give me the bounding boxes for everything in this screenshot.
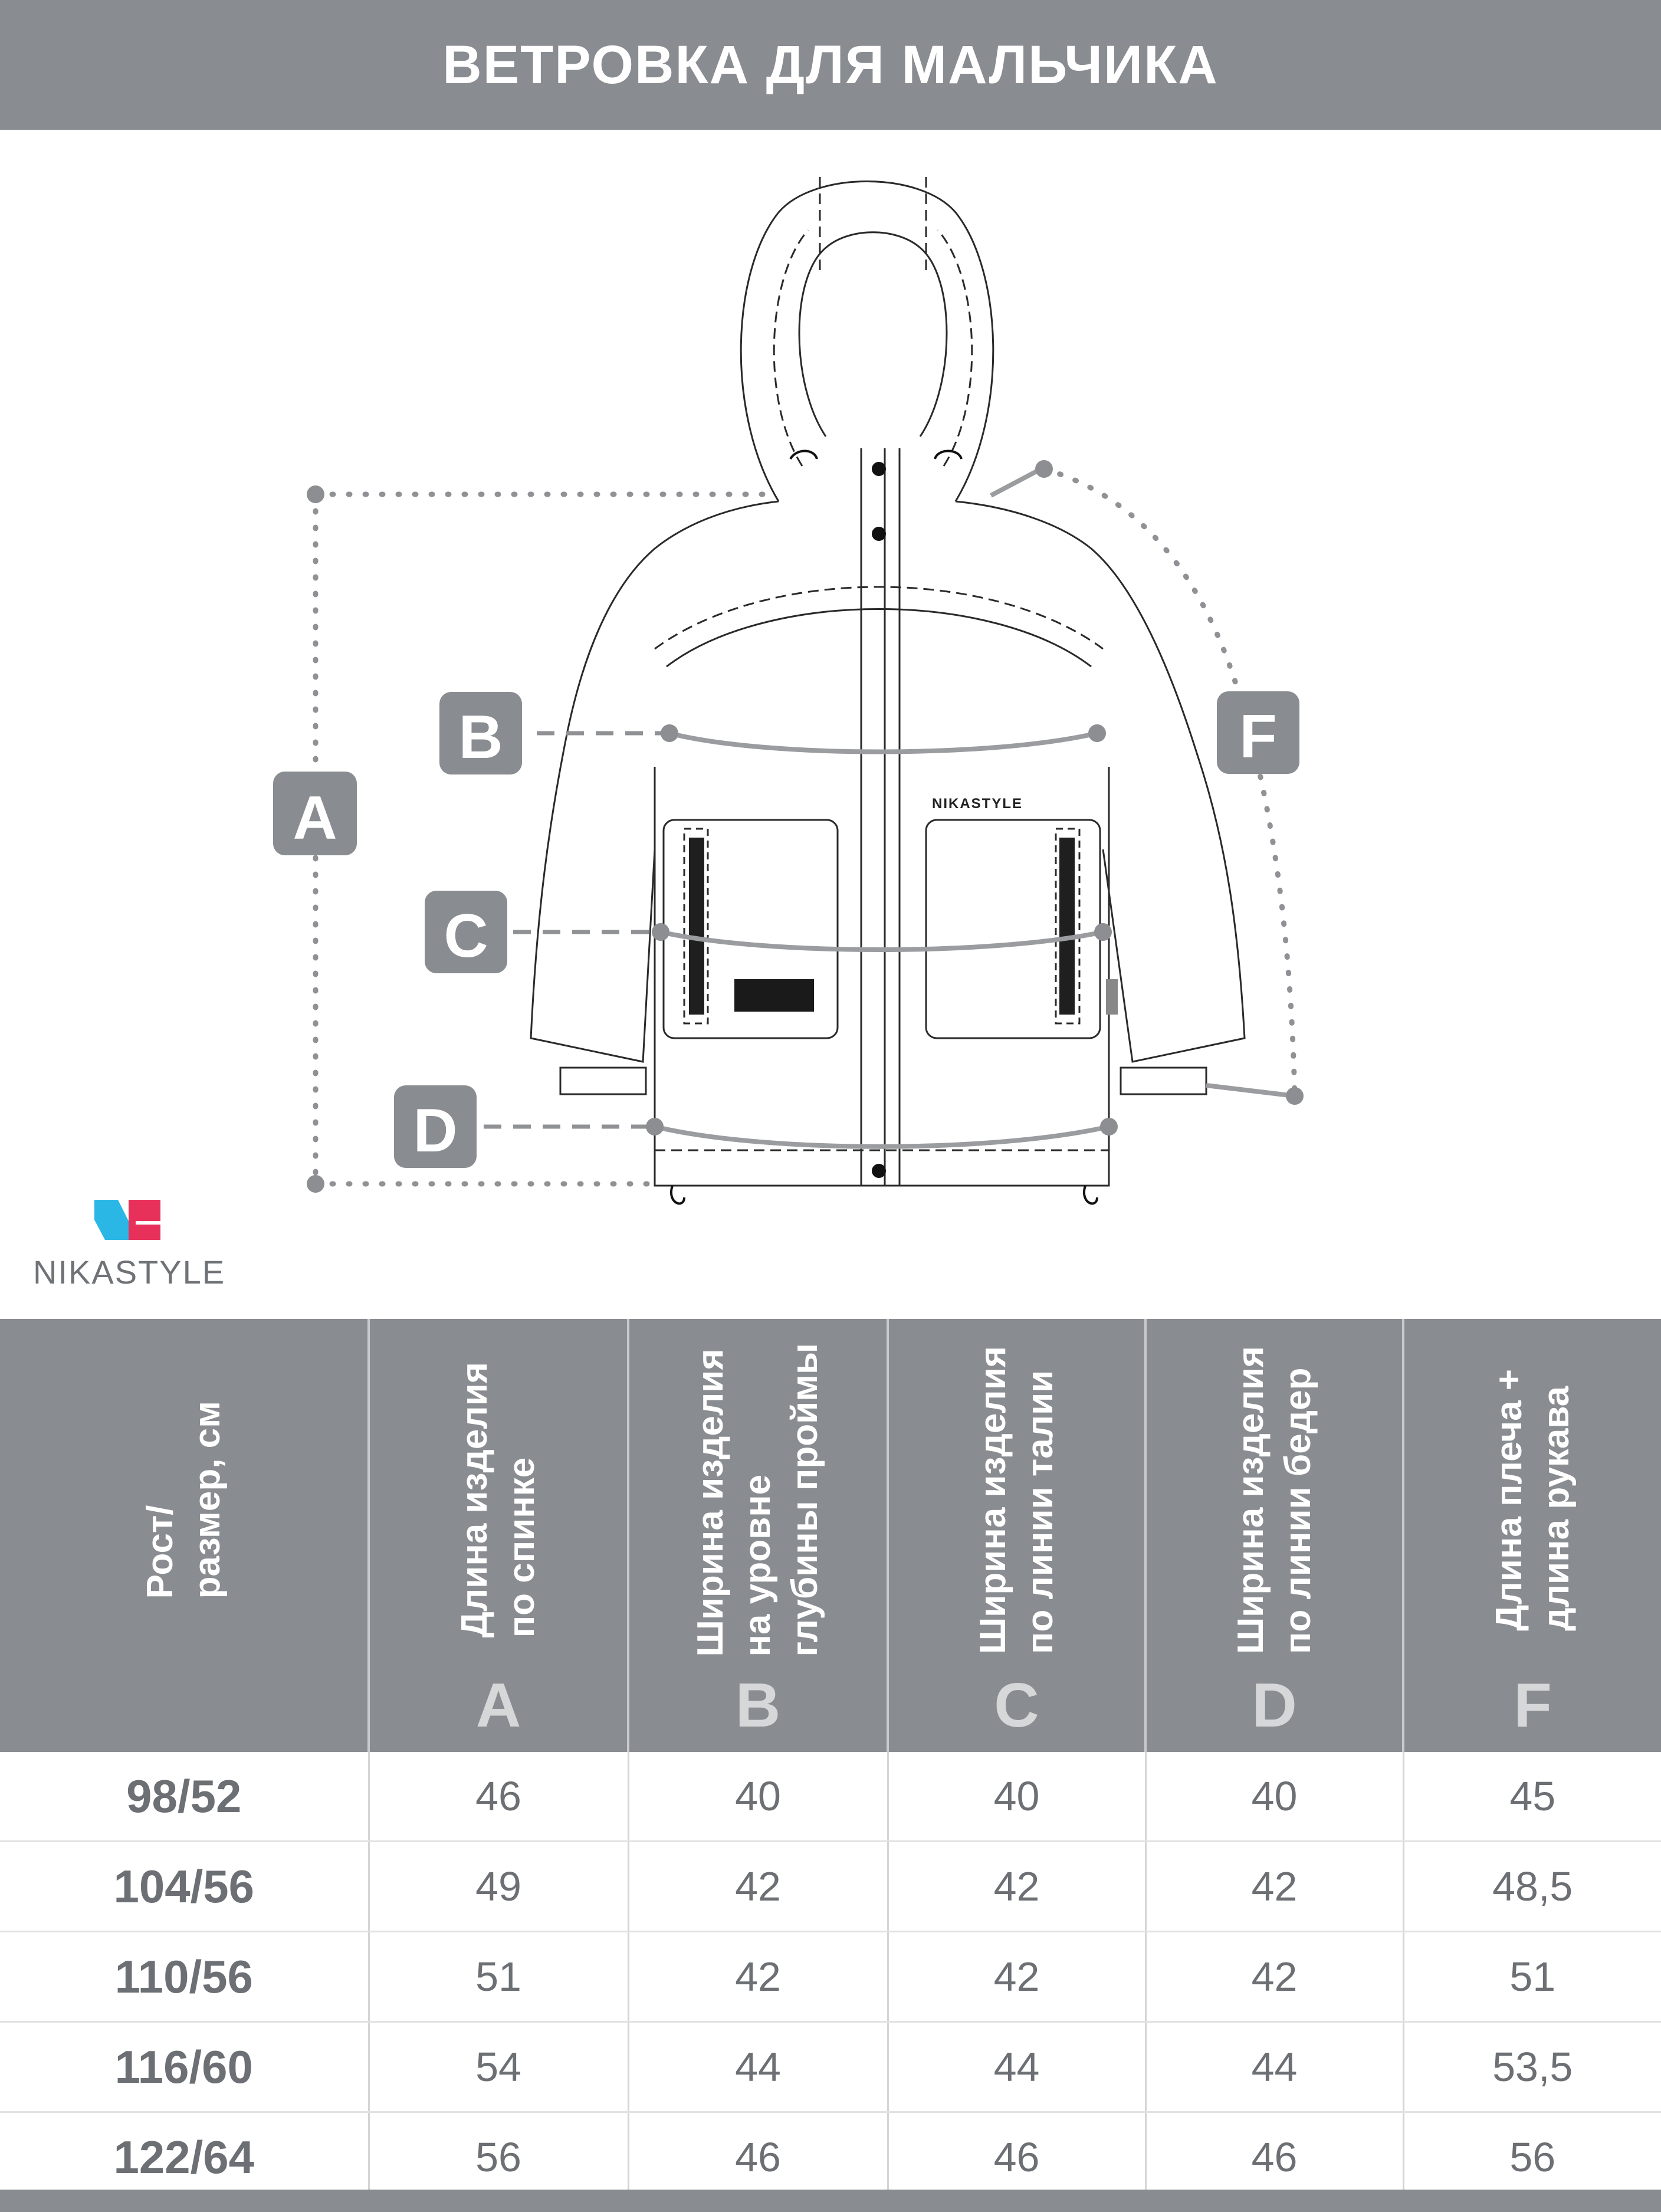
drawcord-toggles <box>670 449 1098 1205</box>
value-cell: 51 <box>1403 1931 1661 2023</box>
jacket-measurement-diagram: NIKASTYLE A B C <box>273 177 1304 1205</box>
column-header-label: Рост/ размер, см <box>139 1401 228 1599</box>
column-letter: D <box>1252 1671 1297 1740</box>
table-row: 98/52 46 40 40 40 45 <box>0 1752 1661 1842</box>
size-cell: 116/60 <box>0 2021 370 2113</box>
snap-button <box>872 1164 886 1178</box>
column-header-label: Длина изделия по спинке <box>454 1362 542 1638</box>
snap-button <box>872 527 886 541</box>
column-header-a: Длина изделия по спинке A <box>369 1319 629 1752</box>
side-tab <box>1106 979 1118 1015</box>
jacket-outline <box>530 177 1246 1187</box>
value-cell: 51 <box>369 1931 629 2023</box>
value-cell: 48,5 <box>1403 1841 1661 1932</box>
column-letter: A <box>475 1671 521 1740</box>
value-cell: 53,5 <box>1403 2021 1661 2113</box>
table-header-row: Рост/ размер, см Длина изделия по спинке… <box>0 1319 1661 1752</box>
jacket-brand-print: NIKASTYLE <box>932 796 1023 812</box>
value-cell: 42 <box>1145 1841 1404 1932</box>
size-chart-table: Рост/ размер, см Длина изделия по спинке… <box>0 1319 1661 2203</box>
page-title: ВЕТРОВКА ДЛЯ МАЛЬЧИКА <box>442 34 1219 95</box>
label-badge-d: D <box>394 1085 477 1168</box>
column-header-size: Рост/ размер, см <box>0 1319 370 1752</box>
svg-text:C: C <box>444 902 488 970</box>
column-header-c: Ширина изделия по линии талии C <box>888 1319 1147 1752</box>
column-header-label: Длина плеча + длина рукава <box>1488 1369 1577 1631</box>
badge-leaders <box>484 731 667 1129</box>
value-cell: 46 <box>628 2112 889 2203</box>
value-cell: 42 <box>1145 1931 1404 2023</box>
size-cell: 104/56 <box>0 1841 370 1932</box>
value-cell: 46 <box>1145 2112 1404 2203</box>
svg-text:F: F <box>1239 703 1277 771</box>
guide-lines <box>313 466 1298 1187</box>
value-cell: 42 <box>628 1841 889 1932</box>
brand-logo: NIKASTYLE <box>33 1197 226 1291</box>
column-letter: C <box>994 1671 1039 1740</box>
value-cell: 45 <box>1403 1752 1661 1842</box>
value-cell: 44 <box>888 2021 1147 2113</box>
label-badge-b: B <box>439 692 522 774</box>
value-cell: 54 <box>369 2021 629 2113</box>
value-cell: 56 <box>1403 2112 1661 2203</box>
size-cell: 110/56 <box>0 1931 370 2023</box>
label-badge-a: A <box>273 772 357 855</box>
column-header-label: Ширина изделия по линии талии <box>972 1345 1061 1654</box>
snap-button <box>872 462 886 476</box>
page-header: ВЕТРОВКА ДЛЯ МАЛЬЧИКА <box>0 0 1661 130</box>
value-cell: 46 <box>369 1752 629 1842</box>
value-cell: 44 <box>1145 2021 1404 2113</box>
value-cell: 40 <box>1145 1752 1404 1842</box>
value-cell: 44 <box>628 2021 889 2113</box>
column-header-d: Ширина изделия по линии бедер D <box>1145 1319 1404 1752</box>
table-row: 122/64 56 46 46 46 56 <box>0 2112 1661 2203</box>
column-header-label: Ширина изделия по линии бедер <box>1230 1345 1318 1654</box>
table-row: 116/60 54 44 44 44 53,5 <box>0 2021 1661 2113</box>
pocket-patch <box>734 979 814 1012</box>
label-badge-c: C <box>425 891 507 973</box>
value-cell: 42 <box>628 1931 889 2023</box>
table-row: 104/56 49 42 42 42 48,5 <box>0 1841 1661 1932</box>
brand-name: NIKASTYLE <box>33 1253 226 1291</box>
footer-bar <box>0 2190 1661 2212</box>
svg-text:B: B <box>458 703 503 772</box>
size-cell: 122/64 <box>0 2112 370 2203</box>
column-header-f: Длина плеча + длина рукава F <box>1403 1319 1661 1752</box>
column-header-label: Ширина изделия на уровне глубины проймы <box>690 1343 825 1657</box>
value-cell: 49 <box>369 1841 629 1932</box>
svg-text:D: D <box>413 1097 457 1165</box>
ns-logo-icon <box>94 1200 160 1240</box>
column-letter: B <box>735 1671 781 1740</box>
value-cell: 42 <box>888 1841 1147 1932</box>
measurement-dots <box>307 460 1304 1193</box>
value-cell: 56 <box>369 2112 629 2203</box>
label-badge-f: F <box>1217 691 1299 774</box>
value-cell: 40 <box>628 1752 889 1842</box>
right-pocket-zip <box>1059 838 1075 1015</box>
column-header-b: Ширина изделия на уровне глубины проймы … <box>628 1319 889 1752</box>
value-cell: 46 <box>888 2112 1147 2203</box>
column-letter: F <box>1514 1671 1552 1740</box>
table-row: 110/56 51 42 42 42 51 <box>0 1931 1661 2023</box>
value-cell: 42 <box>888 1931 1147 2023</box>
svg-text:A: A <box>293 784 337 852</box>
size-cell: 98/52 <box>0 1752 370 1842</box>
left-pocket-zip <box>689 838 704 1015</box>
value-cell: 40 <box>888 1752 1147 1842</box>
measurement-lines <box>654 467 1295 1149</box>
